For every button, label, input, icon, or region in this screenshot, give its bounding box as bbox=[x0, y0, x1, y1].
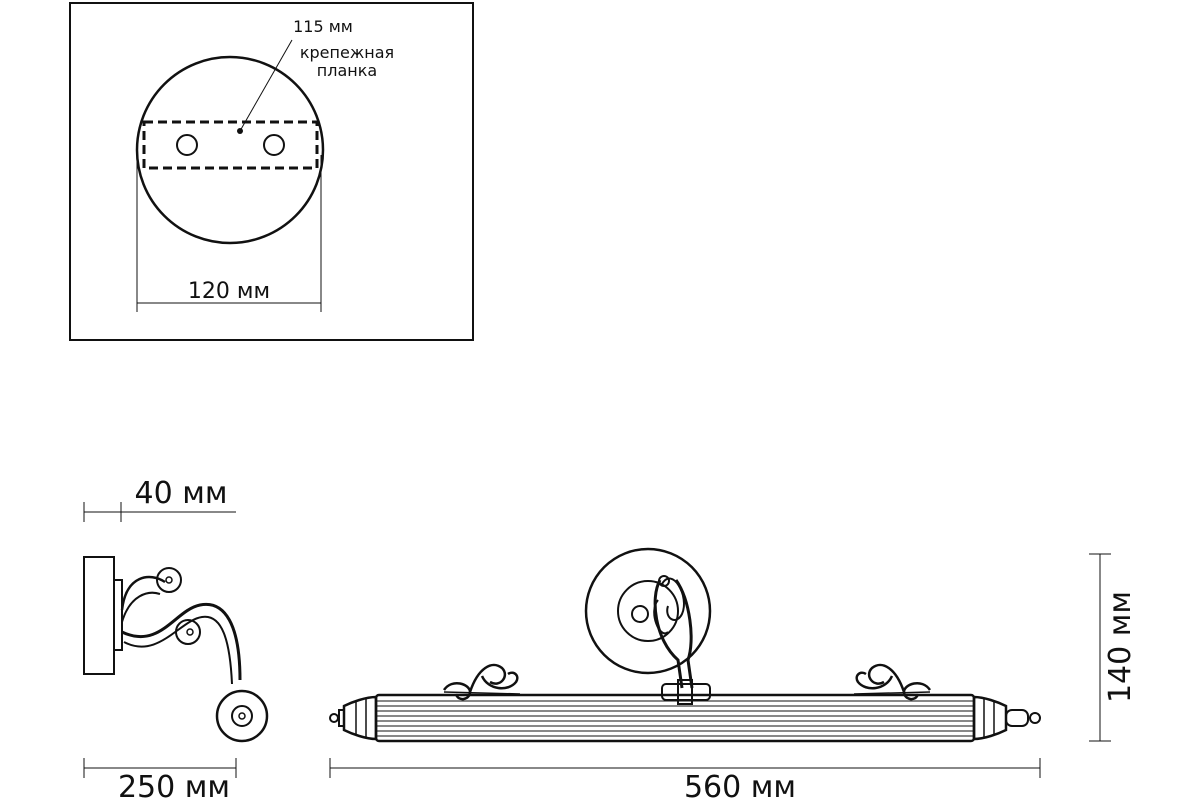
detail-frame bbox=[69, 2, 474, 341]
front-scroll-right bbox=[853, 663, 932, 701]
bar-hole-right bbox=[263, 134, 285, 156]
side-arm-lower-inner bbox=[123, 615, 233, 685]
bar-leader-line bbox=[239, 39, 293, 132]
mounting-plate bbox=[135, 55, 325, 245]
plate-diameter-label: 120 мм bbox=[188, 279, 270, 304]
front-wall-plate bbox=[584, 547, 712, 675]
side-wall-plate bbox=[83, 556, 115, 675]
height-label: 140 мм bbox=[1103, 591, 1138, 703]
side-scroll-upper-core bbox=[165, 576, 173, 584]
bar-name-line2: планка bbox=[317, 61, 377, 80]
front-arm-scroll bbox=[661, 577, 685, 621]
front-arm-knob bbox=[658, 575, 670, 587]
front-view: 560 мм 140 мм bbox=[329, 547, 1138, 800]
front-shade-ribs bbox=[376, 700, 974, 737]
front-wall-plate-boss bbox=[617, 580, 679, 642]
mounting-bar bbox=[142, 120, 319, 170]
front-scroll-left bbox=[442, 663, 521, 701]
width-label: 560 мм bbox=[684, 770, 796, 800]
side-scroll-upper bbox=[156, 567, 182, 593]
side-shade-end-inner bbox=[231, 705, 253, 727]
front-arm-left bbox=[653, 579, 684, 689]
bar-name-line1: крепежная bbox=[300, 43, 394, 62]
front-end-cap-left bbox=[329, 695, 378, 741]
side-scroll-mid bbox=[175, 619, 201, 645]
side-arm-inner bbox=[121, 591, 161, 623]
front-arm-joint bbox=[661, 683, 711, 701]
front-shade-tube bbox=[374, 693, 976, 743]
mount-detail: 115 мм крепежная планка 120 мм bbox=[69, 2, 474, 341]
front-wall-plate-core bbox=[631, 605, 649, 623]
side-shade-end-core bbox=[238, 712, 246, 720]
front-arm-scroll-2 bbox=[653, 599, 669, 635]
bar-width-label: 115 мм bbox=[293, 17, 353, 36]
depth-label: 250 мм bbox=[118, 770, 230, 800]
side-view: 40 мм 250 мм bbox=[83, 476, 269, 800]
side-scroll-mid-core bbox=[186, 628, 194, 636]
bar-hole-left bbox=[176, 134, 198, 156]
front-end-cap-right bbox=[972, 695, 1041, 741]
side-shade-end bbox=[215, 689, 269, 743]
side-plate-collar bbox=[113, 579, 123, 651]
side-arm-outer bbox=[120, 575, 166, 611]
side-arm-lower bbox=[121, 602, 242, 681]
front-arm-joint-core bbox=[677, 679, 693, 705]
projection-label: 40 мм bbox=[135, 476, 228, 511]
